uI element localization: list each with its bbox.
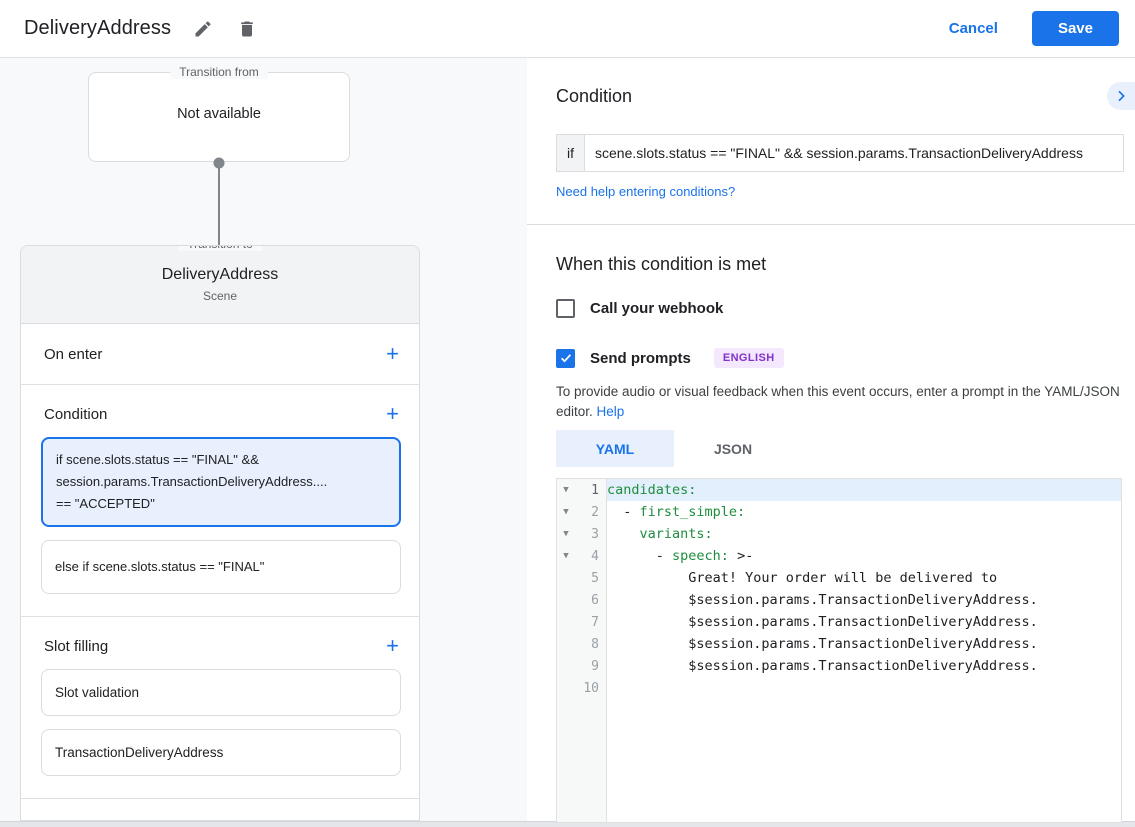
slot-item[interactable]: TransactionDeliveryAddress (41, 729, 401, 776)
if-prefix: if (556, 134, 585, 172)
condition-editor-panel: Condition if Need help entering conditio… (527, 58, 1135, 821)
condition-expression-input[interactable] (585, 134, 1124, 172)
when-met-title: When this condition is met (556, 254, 766, 275)
webhook-label: Call your webhook (590, 300, 723, 317)
code-line[interactable]: - speech: >- (607, 545, 1121, 567)
condition-item[interactable]: if scene.slots.status == "FINAL" && sess… (41, 437, 401, 527)
send-prompts-row: Send prompts ENGLISH (556, 348, 784, 368)
custom-intent-label: Custom intent handling (44, 820, 197, 821)
editor-tabs: YAMLJSON (556, 430, 792, 467)
slot-filling-label: Slot filling (44, 638, 108, 655)
add-custom-intent-button[interactable]: + (386, 818, 399, 822)
line-number: 9 (575, 659, 606, 674)
line-number: 6 (575, 593, 606, 608)
webhook-checkbox[interactable] (556, 299, 575, 318)
trash-icon (237, 19, 257, 39)
fold-arrow-icon[interactable]: ▼ (557, 529, 575, 539)
line-number: 1 (575, 483, 606, 498)
custom-intent-row: Custom intent handling + (21, 798, 419, 821)
add-condition-button[interactable]: + (386, 403, 399, 425)
fold-arrow-icon[interactable]: ▼ (557, 485, 575, 495)
editor-gutter: ▼1▼2▼3▼45678910 (557, 479, 607, 822)
line-number: 7 (575, 615, 606, 630)
scene-type-label: Scene (203, 289, 237, 303)
page-title: DeliveryAddress (24, 17, 171, 40)
tab-yaml[interactable]: YAML (556, 430, 674, 467)
transition-from-value: Not available (177, 106, 261, 122)
chevron-right-icon (1113, 88, 1129, 104)
delete-scene-button[interactable] (235, 17, 259, 41)
cancel-button[interactable]: Cancel (949, 20, 998, 37)
section-divider (527, 224, 1135, 225)
condition-section: Condition + if scene.slots.status == "FI… (21, 384, 419, 616)
on-enter-label: On enter (44, 346, 102, 363)
language-badge: ENGLISH (714, 348, 784, 368)
collapse-panel-button[interactable] (1107, 82, 1135, 110)
transition-to-card: Transition to DeliveryAddress Scene On e… (20, 245, 420, 821)
condition-panel-title: Condition (556, 86, 632, 107)
slot-filling-section: Slot filling + Slot validationTransactio… (21, 616, 419, 798)
pencil-icon (193, 19, 213, 39)
line-number: 3 (575, 527, 606, 542)
yaml-code-editor[interactable]: ▼1▼2▼3▼45678910 candidates: - first_simp… (556, 478, 1122, 823)
add-on-enter-button[interactable]: + (386, 343, 399, 365)
help-link[interactable]: Help (597, 404, 625, 419)
condition-section-label: Condition (44, 406, 107, 423)
line-number: 10 (575, 681, 606, 696)
fold-arrow-icon[interactable]: ▼ (557, 551, 575, 561)
flow-diagram-panel: Transition from Not available Transition… (0, 58, 527, 821)
code-line[interactable] (607, 677, 1121, 699)
prompt-description-text: To provide audio or visual feedback when… (556, 384, 1120, 419)
code-line[interactable]: $session.params.TransactionDeliveryAddre… (607, 655, 1121, 677)
editor-code-area[interactable]: candidates: - first_simple: variants: - … (607, 479, 1121, 822)
transition-from-box[interactable]: Transition from Not available (88, 72, 350, 162)
code-line[interactable]: variants: (607, 523, 1121, 545)
check-icon (559, 351, 573, 365)
send-prompts-checkbox[interactable] (556, 349, 575, 368)
scene-name: DeliveryAddress (162, 266, 278, 284)
scene-card-header[interactable]: DeliveryAddress Scene (21, 246, 419, 324)
app-bar: DeliveryAddress Cancel Save (0, 0, 1135, 58)
transition-from-label: Transition from (170, 65, 268, 79)
code-line[interactable]: $session.params.TransactionDeliveryAddre… (607, 633, 1121, 655)
code-line[interactable]: $session.params.TransactionDeliveryAddre… (607, 611, 1121, 633)
fold-arrow-icon[interactable]: ▼ (557, 507, 575, 517)
prompt-description: To provide audio or visual feedback when… (556, 382, 1134, 422)
transition-to-label: Transition to (178, 245, 262, 251)
line-number: 2 (575, 505, 606, 520)
line-number: 5 (575, 571, 606, 586)
slot-item[interactable]: Slot validation (41, 669, 401, 716)
line-number: 4 (575, 549, 606, 564)
condition-expression-row: if (556, 134, 1124, 172)
add-slot-button[interactable]: + (386, 635, 399, 657)
condition-item[interactable]: else if scene.slots.status == "FINAL" (41, 540, 401, 594)
condition-help-link[interactable]: Need help entering conditions? (556, 184, 735, 199)
edit-title-button[interactable] (191, 17, 215, 41)
tab-json[interactable]: JSON (674, 430, 792, 467)
line-number: 8 (575, 637, 606, 652)
code-line[interactable]: candidates: (607, 479, 1121, 501)
code-line[interactable]: $session.params.TransactionDeliveryAddre… (607, 589, 1121, 611)
code-line[interactable]: Great! Your order will be delivered to (607, 567, 1121, 589)
send-prompts-label: Send prompts (590, 350, 691, 367)
on-enter-row: On enter + (21, 324, 419, 384)
save-button[interactable]: Save (1032, 11, 1119, 46)
code-line[interactable]: - first_simple: (607, 501, 1121, 523)
webhook-option-row: Call your webhook (556, 299, 723, 318)
